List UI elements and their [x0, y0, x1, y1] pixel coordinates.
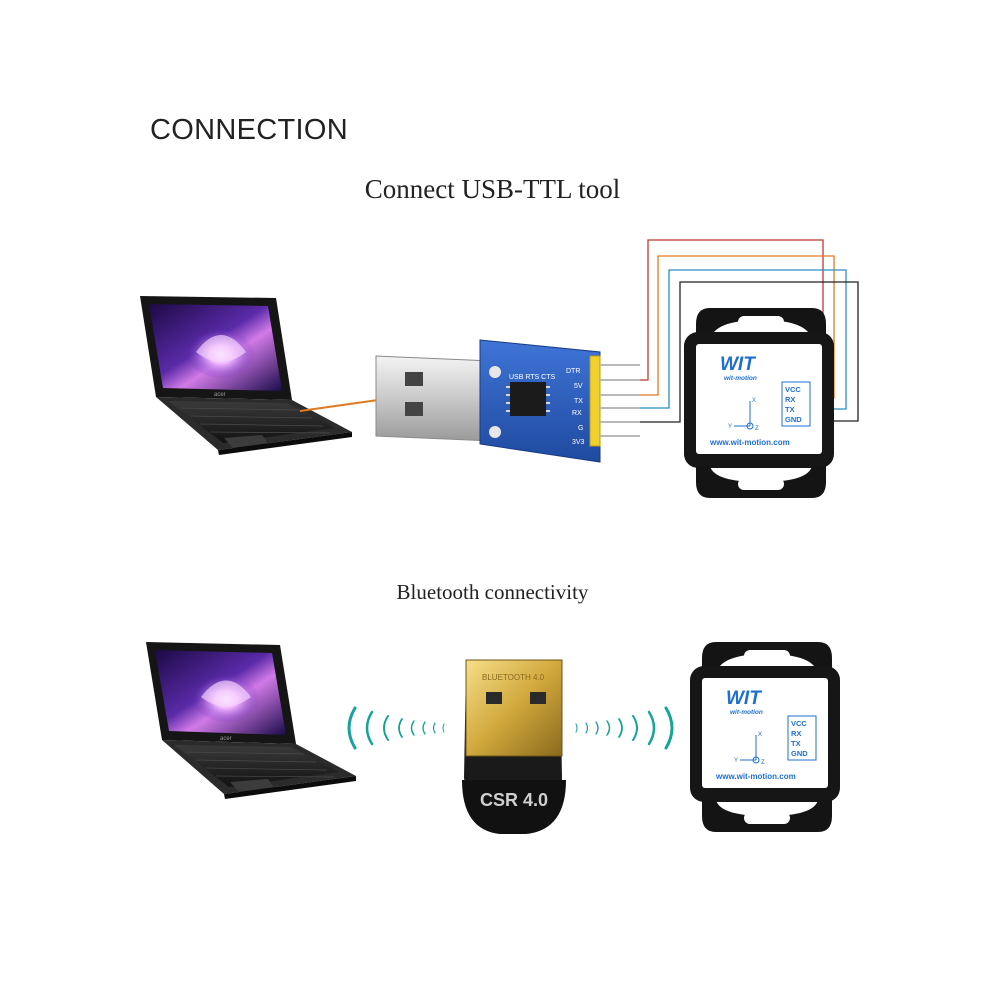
sensor-pin-tx: TX	[785, 405, 795, 414]
sensor-module-top: WIT wit-motion VCC RX TX GND X Y Z www.w…	[684, 308, 834, 498]
axis-icon	[734, 401, 754, 430]
sensor-pin-rx: RX	[785, 395, 795, 404]
axis-y-label: Y	[728, 424, 732, 430]
sensor-bottom-pin-rx: RX	[791, 729, 801, 738]
sensor-bottom-website: www.wit-motion.com	[715, 772, 796, 781]
axis-x-label: X	[752, 398, 756, 404]
laptop-brand: acer	[214, 392, 226, 398]
laptop-bottom: acer	[146, 642, 356, 799]
axis-z-label: Z	[755, 426, 759, 432]
dongle-label: CSR 4.0	[480, 790, 548, 810]
sensor-pin-gnd: GND	[785, 415, 802, 424]
pin-label-g: G	[578, 425, 583, 432]
usb-section-title: Connect USB-TTL tool	[364, 174, 621, 204]
wire-tx	[640, 269, 847, 410]
sensor-logo: WIT	[720, 354, 756, 375]
laptop-bottom-brand: acer	[220, 736, 232, 742]
sensor-module-bottom: WIT wit-motion VCC RX TX GND X Y Z www.w…	[690, 642, 840, 832]
bluetooth-dongle: BLUETOOTH 4.0 CSR 4.0	[462, 659, 566, 834]
axis-icon	[740, 735, 760, 764]
sensor-bottom-pin-gnd: GND	[791, 749, 808, 758]
dongle-top-text: BLUETOOTH 4.0	[482, 673, 545, 682]
sensor-bottom-pin-tx: TX	[791, 739, 801, 748]
pin-label-dtr: DTR	[566, 368, 580, 375]
signal-waves-right	[575, 706, 674, 750]
sensor-bottom-logo: WIT	[726, 688, 762, 709]
axis-bottom-x-label: X	[758, 732, 762, 738]
board-pin-labels: DTR 5V TX RX G 3V3	[566, 368, 585, 446]
usb-cable	[299, 399, 379, 412]
sensor-bottom-brand: wit-motion	[730, 709, 763, 716]
axis-bottom-y-label: Y	[734, 758, 738, 764]
pin-label-rx: RX	[572, 410, 582, 417]
sensor-website: www.wit-motion.com	[709, 438, 790, 447]
bluetooth-section-title: Bluetooth connectivity	[396, 580, 589, 604]
page-heading: CONNECTION	[150, 114, 348, 146]
signal-waves-left	[347, 706, 445, 750]
pin-label-5v: 5V	[574, 383, 583, 390]
sensor-bottom-pin-vcc: VCC	[791, 719, 807, 728]
usb-ttl-adapter: USB RTS CTS DTR 5V TX RX G 3V3	[375, 339, 640, 463]
sensor-brand: wit-motion	[724, 375, 757, 382]
laptop-top: acer	[140, 296, 352, 455]
axis-bottom-z-label: Z	[761, 760, 765, 766]
board-header-labels: USB RTS CTS	[509, 374, 555, 381]
sensor-pin-vcc: VCC	[785, 385, 801, 394]
pin-label-3v3: 3V3	[572, 439, 585, 446]
pin-label-tx: TX	[574, 398, 583, 405]
wire-gnd	[640, 281, 859, 423]
